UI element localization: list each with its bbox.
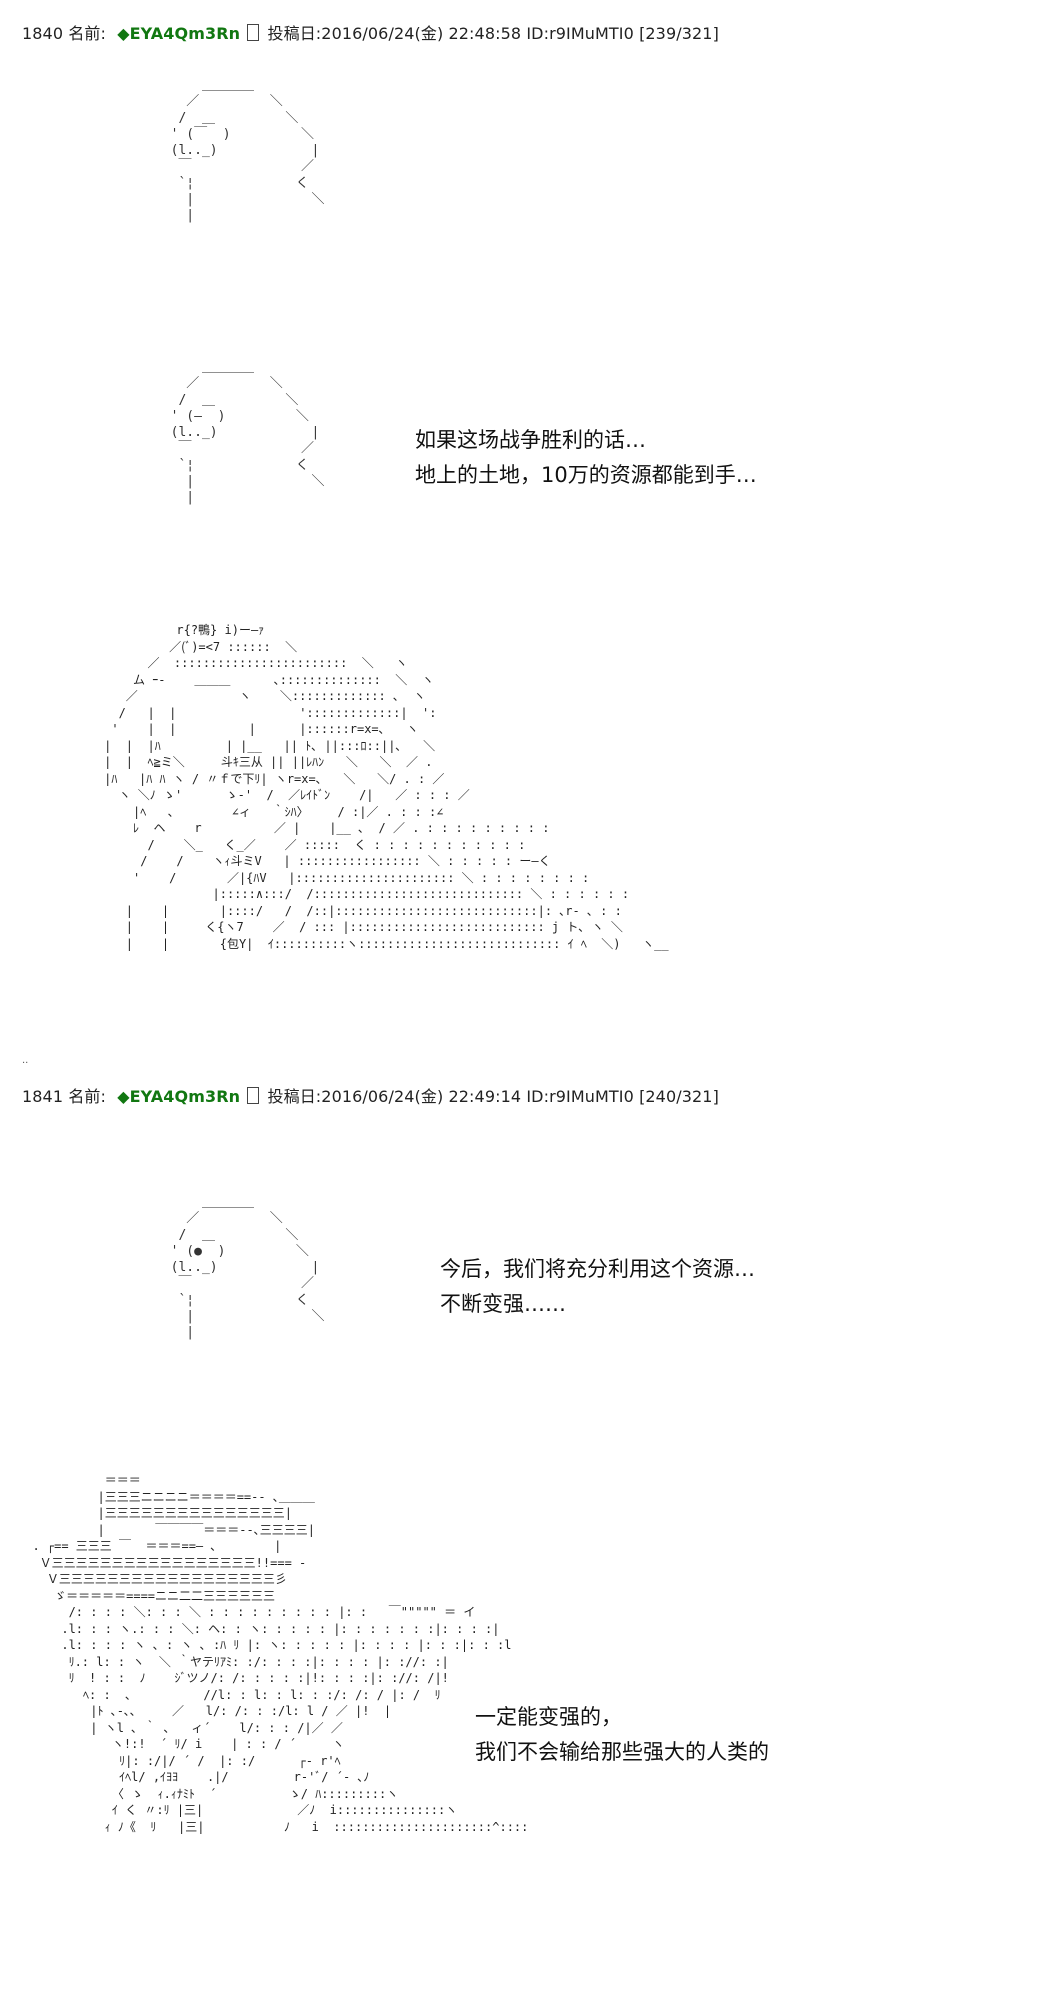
post-count: [240/321] [639, 1087, 719, 1106]
post-header-1840: 1840 名前: ◆EYA4Qm3Rn 投稿日:2016/06/24(金) 22… [22, 20, 719, 44]
dialogue-1841-b: 一定能变强的， 我们不会输给那些强大的人类的 [475, 1700, 769, 1770]
ascii-art-face-1: ＿＿＿＿ ／ ＼ / ＿ ＼ ' (￣ ) ＼ (l.._) | ￣ ／ `¦ … [170, 78, 325, 224]
dialogue-line: 如果这场战争胜利的话… [415, 428, 646, 452]
dialogue-line: 地上的土地，10万的资源都能到手… [415, 463, 757, 487]
ascii-art-face-2: ＿＿＿＿ ／ ＼ / ＿ ＼ ' (― ) ＼ (l.._) | ￣ ／ `¦ … [170, 360, 325, 506]
post-id[interactable]: ID:r9IMuMTI0 [526, 24, 634, 43]
date-label: 投稿日: [267, 1087, 322, 1106]
dialogue-1841-a: 今后，我们将充分利用这个资源… 不断变强…… [440, 1252, 755, 1322]
placeholder-glyph-icon [247, 1087, 260, 1104]
placeholder-glyph-icon [247, 24, 260, 41]
ascii-art-figure-1: r{?鴨} i)ー―ｧ ／(ﾞ)=<7 :::::: ＼ ／ :::::::::… [104, 623, 669, 951]
ascii-art-figure-2: ＝＝＝ |三三三ニニニニ＝＝＝＝==-- ､＿＿＿ |三三三三三三三三三三三三三… [32, 1473, 529, 1834]
date-label: 投稿日: [267, 24, 322, 43]
name-label: 名前: [68, 24, 107, 43]
dialogue-line: 一定能变强的， [475, 1705, 622, 1729]
post-number: 1841 [22, 1087, 64, 1106]
post-number: 1840 [22, 24, 64, 43]
post-id[interactable]: ID:r9IMuMTI0 [526, 1087, 634, 1106]
trip-code[interactable]: ◆EYA4Qm3Rn [117, 1087, 241, 1106]
dialogue-line: 今后，我们将充分利用这个资源… [440, 1257, 755, 1281]
post-count: [239/321] [639, 24, 719, 43]
post-header-1841: 1841 名前: ◆EYA4Qm3Rn 投稿日:2016/06/24(金) 22… [22, 1083, 719, 1107]
trip-code[interactable]: ◆EYA4Qm3Rn [117, 24, 241, 43]
post-separator: .. [22, 1055, 29, 1066]
dialogue-line: 不断变强…… [440, 1292, 566, 1316]
name-label: 名前: [68, 1087, 107, 1106]
post-datetime: 2016/06/24(金) 22:49:14 [321, 1087, 522, 1106]
post-datetime: 2016/06/24(金) 22:48:58 [321, 24, 522, 43]
ascii-art-face-eye: ＿＿＿＿ ／ ＼ / ＿ ＼ ' (● ) ＼ (l.._) | ￣ ／ `¦ … [170, 1195, 325, 1341]
dialogue-1840: 如果这场战争胜利的话… 地上的土地，10万的资源都能到手… [415, 423, 757, 493]
dialogue-line: 我们不会输给那些强大的人类的 [475, 1740, 769, 1764]
